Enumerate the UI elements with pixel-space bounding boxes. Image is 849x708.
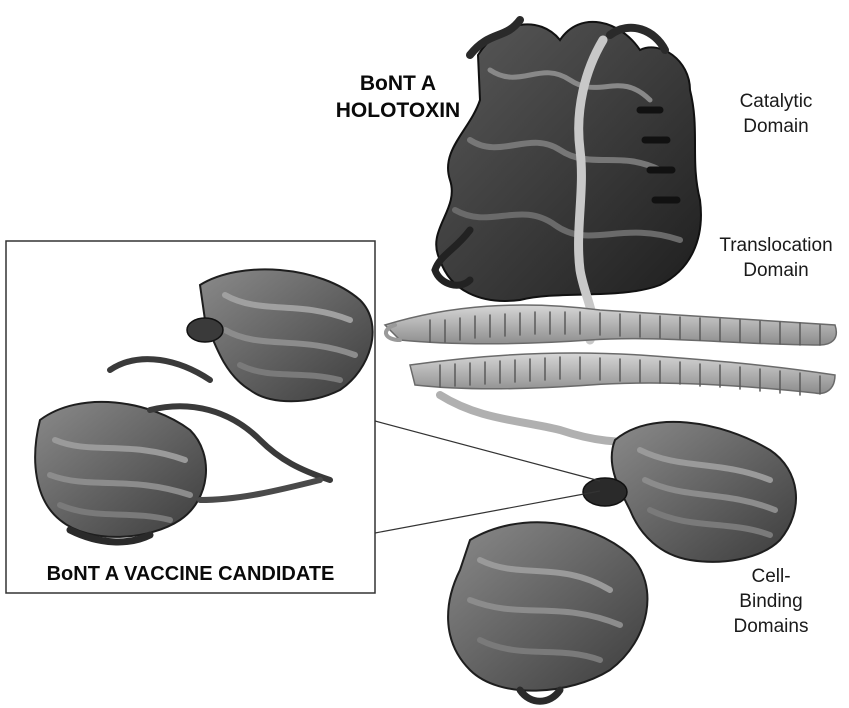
cellbinding-label-line1: Cell- [716,565,826,588]
catalytic-label-line1: Catalytic [716,90,836,113]
cellbinding-label-line3: Domains [716,615,826,638]
cell-binding-domains-ribbon [448,422,796,701]
translocation-domain-ribbon [385,305,836,442]
catalytic-domain-ribbon [435,20,701,301]
holotoxin-label-line1: BoNT A [338,72,458,96]
cellbinding-label-line2: Binding [716,590,826,613]
catalytic-label-line2: Domain [716,115,836,138]
holotoxin-label-line2: HOLOTOXIN [318,99,478,123]
translocation-label-line1: Translocation [706,234,846,257]
translocation-label-line2: Domain [706,259,846,282]
vaccine-label: BoNT A VACCINE CANDIDATE [6,562,375,586]
